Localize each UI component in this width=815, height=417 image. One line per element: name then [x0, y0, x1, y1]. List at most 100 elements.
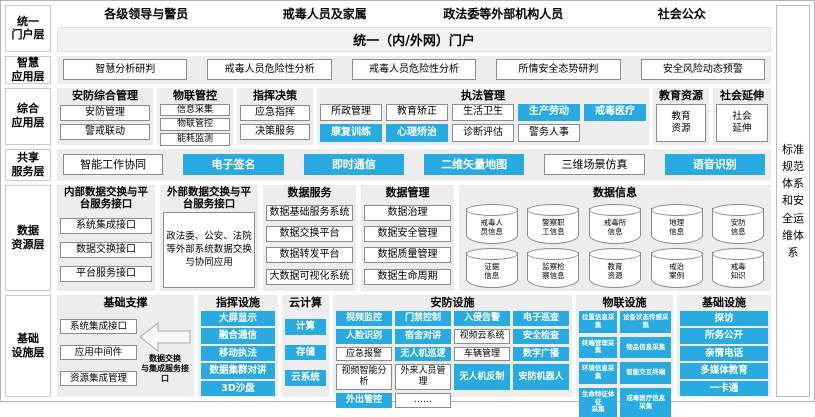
security-facility-box: …… [395, 393, 451, 408]
internal-exchange-box: 系统集成接口 [60, 218, 152, 235]
panel-title-iot-facilities: 物联设施 [602, 296, 647, 309]
database-cylinder-icon: 监察检 察信息 [527, 247, 580, 288]
database-cylinder-icon: 戒治 案例 [650, 247, 703, 288]
security-facility-box: 视频监控 [336, 311, 392, 326]
command-facility-box: 数据集群对讲 [201, 363, 275, 379]
panel-title-basic-facilities: 基础设施 [702, 296, 746, 309]
basic-facilities-boxes: 探访所务公开亲情电话多媒体教育一卡通 [680, 311, 768, 397]
social-extension-box: 社会 延伸 [716, 103, 768, 142]
layer-label-smart-apps: 智慧 应用层 [5, 55, 51, 84]
comprehensive-panels: 安防综合管理 安防管理警戒联动 物联管控 信息采集物联管控能耗监测 指挥决策 [57, 87, 771, 146]
data-resources-panels: 内部数据交换与平台服务接口 系统集成接口数据交换接口平台服务接口 外部数据交换与… [57, 185, 771, 291]
security-mgmt-box: 警戒联动 [60, 124, 150, 141]
smart-apps-strip: 智慧分析研判戒毒人员危险性分析戒毒人员危险性分析所情安全态势研判安全风险动态预警 [57, 56, 771, 84]
base-support-body: 系统集成接口应用中间件资源集成管理 数据交换 与集成服务接口 [60, 311, 191, 394]
shared-services-strip: 智能工作协同电子签名即时通信二维矢量地图三维场景仿真语音识别 [57, 149, 771, 182]
law-enforcement-box: 警务人事 [518, 124, 580, 142]
security-facility-box: 宿舍对讲 [395, 328, 451, 344]
panel-education-resources: 教育资源 教育 资源 [653, 87, 709, 145]
database-label: 监察检 察信息 [542, 261, 565, 280]
security-facility-box: 安全检查 [513, 328, 569, 344]
security-facility-box: 人脸识别 [336, 328, 392, 344]
layer-row-comprehensive: 综合 应用层 安防综合管理 安防管理警戒联动 物联管控 信息采集物联管控能耗监测 [5, 87, 771, 146]
smart-app-box: 安全风险动态预警 [640, 59, 766, 80]
basic-facility-box: 亲情电话 [680, 345, 768, 362]
security-mgmt-boxes: 安防管理警戒联动 [60, 104, 150, 142]
audience-label: 社会公众 [657, 7, 706, 21]
layer-row-infrastructure: 基础 设施层 基础支撑 系统集成接口应用中间件资源集成管理 [5, 295, 771, 417]
cloud-computing-box: 计算 [285, 319, 326, 335]
panel-command-decision: 指挥决策 应急指挥决策服务 [237, 87, 313, 145]
database-label: 教育 资源 [607, 261, 623, 280]
panel-title-data-info: 数据信息 [593, 186, 637, 200]
database-label: 证据 信息 [484, 261, 500, 280]
panel-basic-facilities: 基础设施 探访所务公开亲情电话多媒体教育一卡通 [677, 295, 771, 397]
layer-row-shared-services: 共享 服务层 智能工作协同电子签名即时通信二维矢量地图三维场景仿真语音识别 [5, 148, 771, 182]
layer-row-smart-apps: 智慧 应用层 智慧分析研判戒毒人员危险性分析戒毒人员危险性分析所情安全态势研判安… [5, 55, 771, 84]
iot-facility-box: 终端管理采集 [579, 336, 618, 359]
database-label: 戒毒 知识 [730, 261, 746, 280]
iot-control-boxes: 信息采集物联管控能耗监测 [160, 103, 230, 146]
infrastructure-content: 基础支撑 系统集成接口应用中间件资源集成管理 数据交换 与集成服务接口 [57, 295, 771, 417]
law-enforcement-box: 所政管理 [320, 103, 382, 122]
integration-arrow-block: 数据交换 与集成服务接口 [139, 311, 191, 394]
external-exchange-box: 政法委、公安、法院等外部系统数据交换与协同应用 [163, 212, 255, 288]
layer-rows: 统一 门户层 各级领导与警员戒毒人员及家属政法委等外部机构人员社会公众 统一（内… [5, 5, 771, 417]
audience-label: 政法委等外部机构人员 [443, 7, 564, 21]
panel-security-facilities: 安防设施 视频监控门禁控制入侵告警电子巡查人脸识别宿舍对讲视频云系统安全检查应急… [333, 295, 572, 408]
shared-service-box: 语音识别 [664, 154, 765, 176]
iot-facility-box: 生命特征体征 采集 [579, 387, 618, 417]
panel-title-social-extension: 社会延伸 [720, 88, 764, 102]
internal-exchange-box: 平台服务接口 [60, 266, 152, 283]
infrastructure-panels: 基础支撑 系统集成接口应用中间件资源集成管理 数据交换 与集成服务接口 [57, 295, 771, 417]
panel-title-command-facilities: 指挥设施 [216, 296, 260, 309]
security-mgmt-box: 安防管理 [60, 104, 150, 121]
law-enforcement-grid: 所政管理教育矫正生活卫生生产劳动戒毒医疗康复训练心理矫治诊断评估警务人事 [320, 103, 646, 142]
panel-title-external-exchange: 外部数据交换与平台服务接口 [167, 186, 251, 210]
security-facility-box: 数字广播 [513, 346, 569, 362]
panel-title-base-support: 基础支撑 [103, 296, 148, 309]
shared-service-box: 电子签名 [183, 154, 284, 176]
standards-security-label: 标准规范体系和安全运维体系 [782, 143, 804, 259]
basic-facility-box: 所务公开 [680, 328, 768, 344]
panel-title-cloud-computing: 云计算 [289, 296, 322, 309]
base-support-box: 系统集成接口 [60, 318, 137, 335]
basic-facility-box: 多媒体教育 [680, 363, 768, 379]
panel-title-law-enforcement: 执法管理 [461, 88, 505, 102]
panel-external-exchange: 外部数据交换与平台服务接口 政法委、公安、法院等外部系统数据交换与协同应用 [160, 185, 258, 291]
security-facility-box: 安防机器人 [513, 364, 569, 391]
security-facility-box: 视频云系统 [454, 328, 510, 344]
layer-row-portal: 统一 门户层 各级领导与警员戒毒人员及家属政法委等外部机构人员社会公众 统一（内… [5, 5, 771, 52]
smart-app-box: 所情安全态势研判 [496, 59, 621, 80]
iot-control-box: 物联管控 [160, 118, 230, 132]
basic-facility-box: 探访 [680, 311, 768, 327]
smart-app-box: 戒毒人员危险性分析 [207, 59, 332, 80]
base-support-boxes: 系统集成接口应用中间件资源集成管理 [60, 311, 137, 394]
database-cylinder-icon: 戒毒人 员信息 [465, 204, 518, 245]
database-cylinder-icon: 戒毒所 信息 [588, 204, 641, 245]
law-enforcement-box: 戒毒医疗 [584, 103, 646, 122]
database-label: 安防 信息 [730, 218, 746, 237]
iot-facility-box: 物品信息采集 [620, 336, 672, 359]
law-enforcement-box: 生产劳动 [518, 103, 580, 122]
security-facility-box: 入侵告警 [454, 311, 510, 326]
portal-content: 各级领导与警员戒毒人员及家属政法委等外部机构人员社会公众 统一（内/外网）门户 [57, 5, 771, 52]
smart-app-box: 戒毒人员危险性分析 [351, 59, 477, 80]
panel-social-extension: 社会延伸 社会 延伸 [713, 87, 771, 145]
data-services-boxes: 数据基础服务系统数据交换平台数据转发平台大数据可视化系统 [266, 201, 353, 288]
social-extension-boxwrap: 社会 延伸 [716, 103, 768, 142]
command-facility-box: 大屏显示 [201, 311, 275, 327]
panel-title-command-decision: 指挥决策 [253, 88, 297, 102]
internal-exchange-boxes: 系统集成接口数据交换接口平台服务接口 [60, 212, 152, 288]
education-resources-boxwrap: 教育 资源 [656, 103, 706, 142]
panel-cloud-computing: 云计算 计算存储云系统 [282, 295, 329, 397]
security-facility-box: 门禁控制 [395, 311, 451, 326]
data-management-box: 数据质量管理 [364, 247, 451, 264]
command-decision-box: 决策服务 [240, 124, 310, 141]
database-cylinder-icon: 地理 信息 [650, 204, 703, 245]
security-facility-box: 外来人员管理 [395, 364, 451, 391]
database-label: 戒毒所 信息 [603, 218, 627, 237]
education-resources-box: 教育 资源 [656, 103, 706, 142]
